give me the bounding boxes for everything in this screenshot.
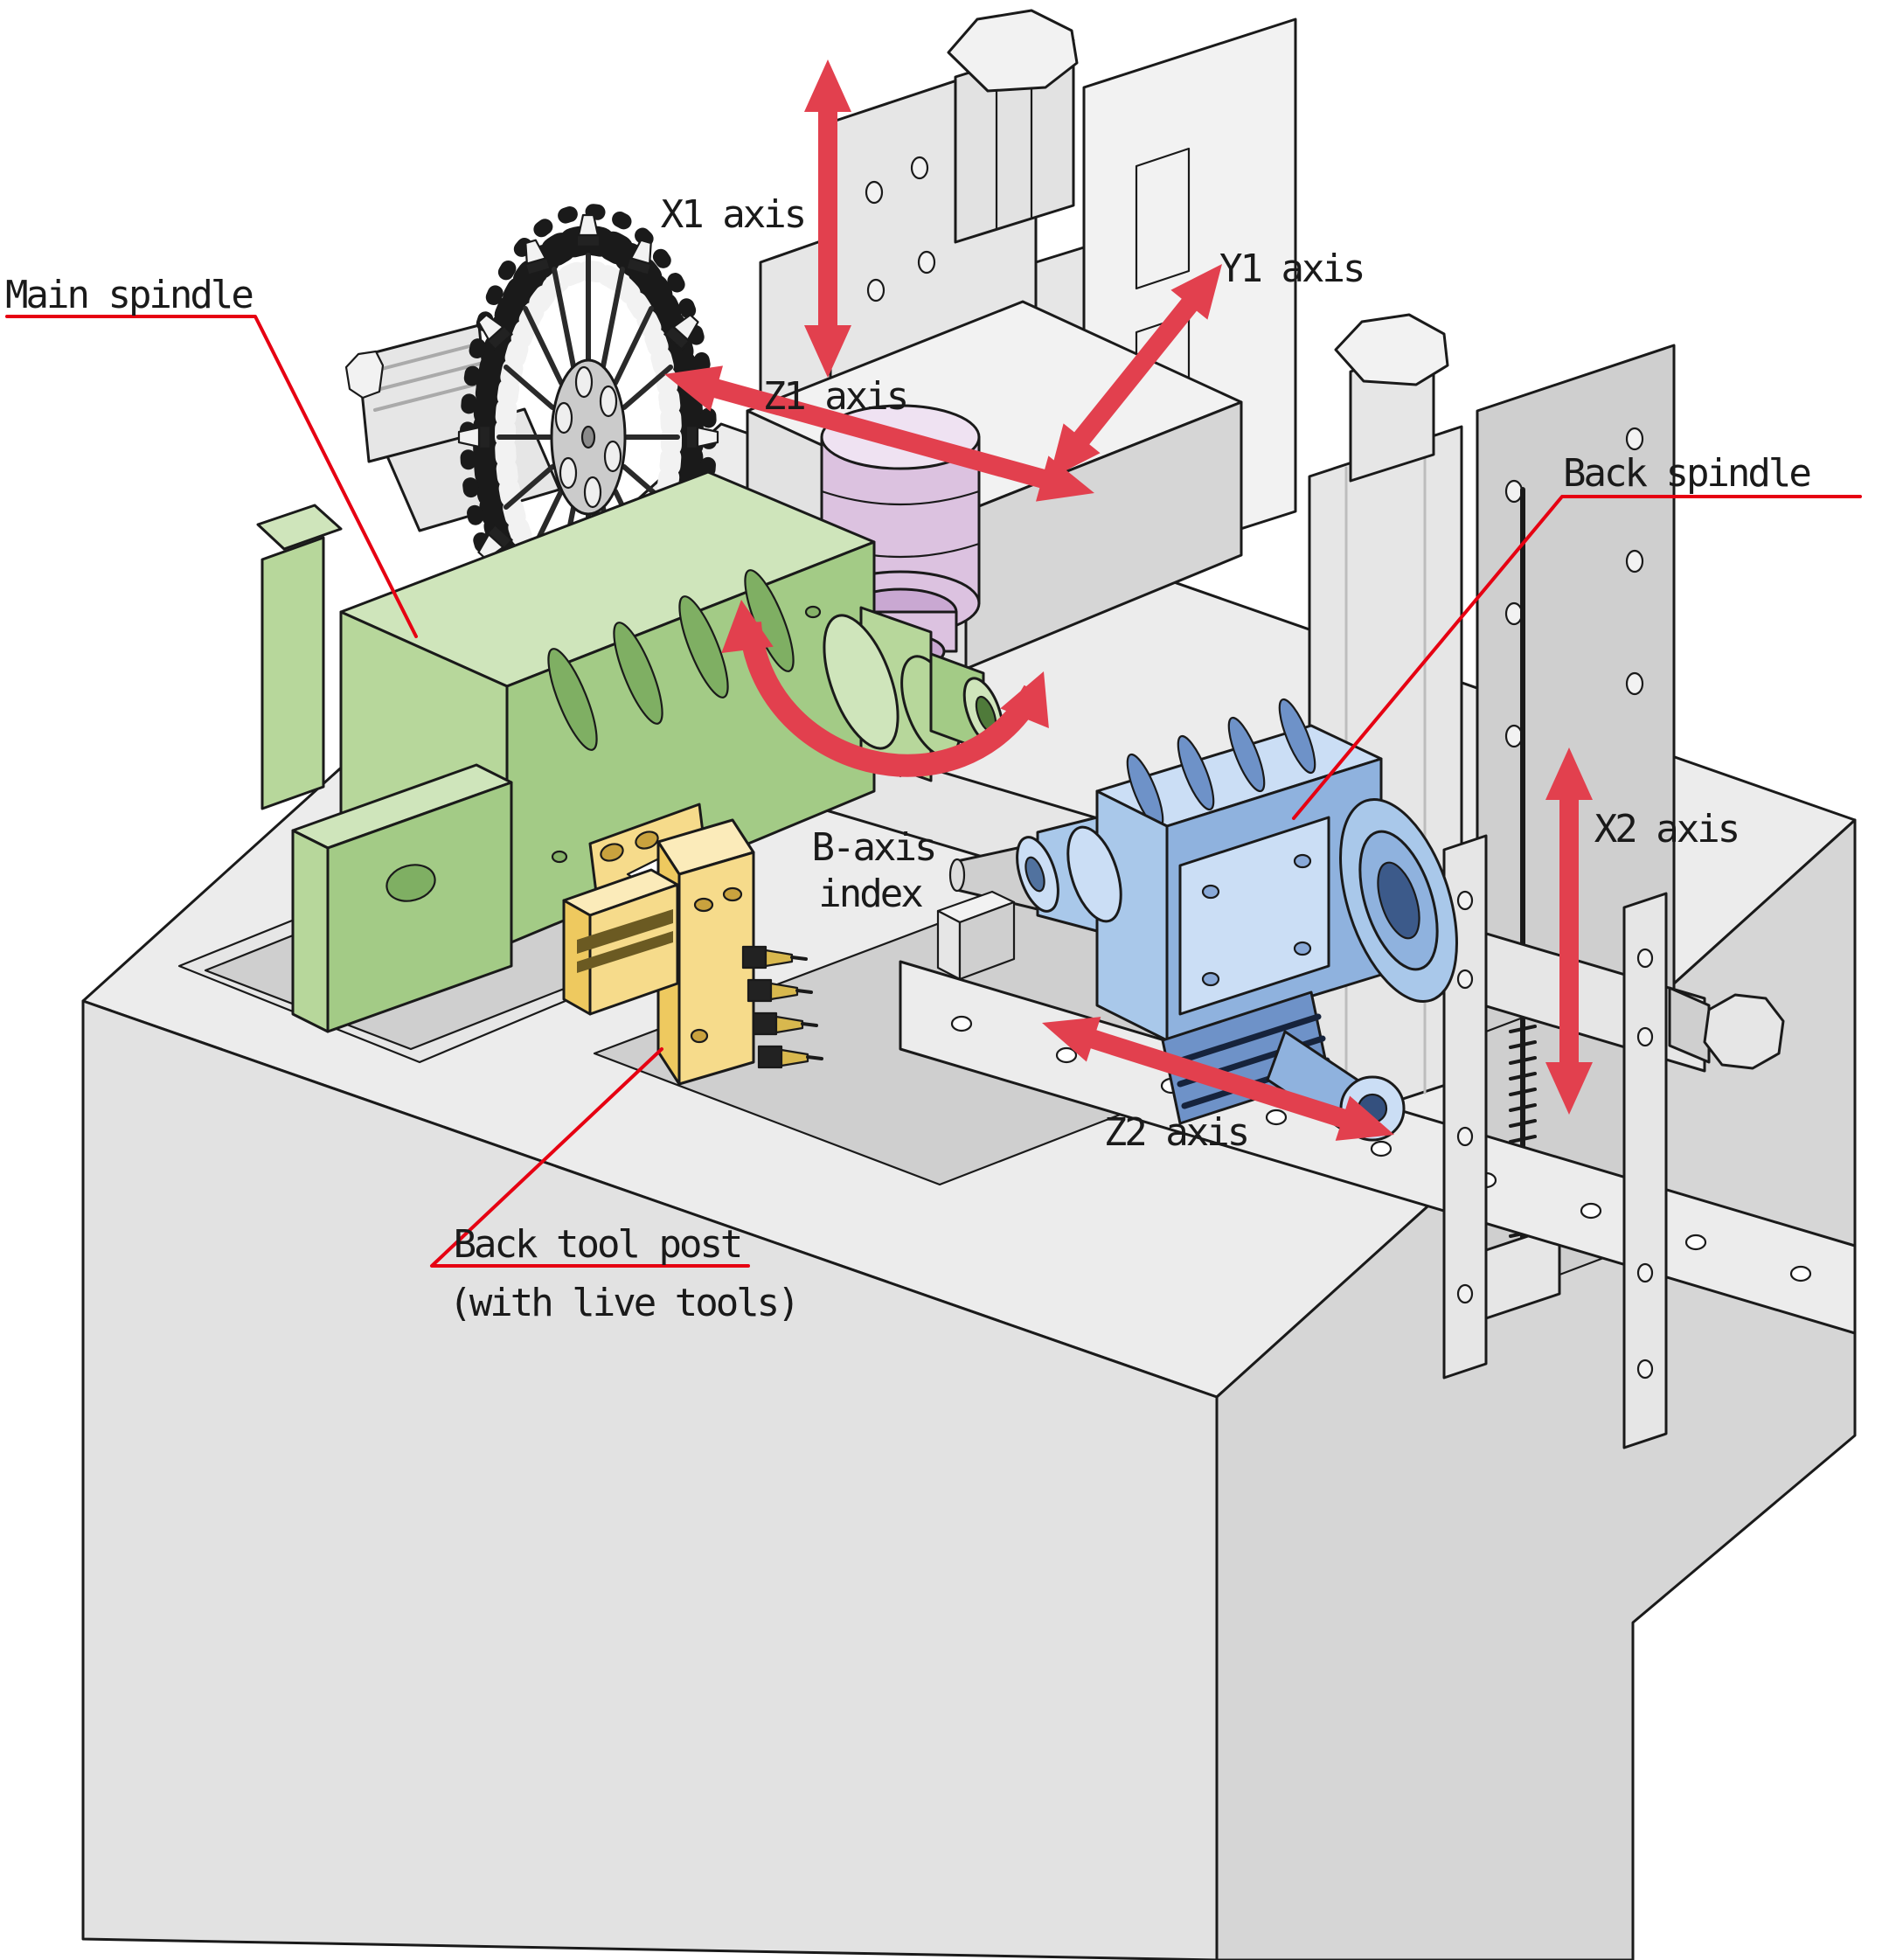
y1-axis-arrow [1049, 264, 1222, 479]
bolt-hole-icon [693, 897, 714, 913]
gantry-cutout [1135, 147, 1191, 290]
label-b-axis-line1: B-axis [812, 825, 935, 870]
bolt-hole-icon [865, 180, 884, 205]
bolt-hole-icon [1201, 884, 1220, 900]
gantry-cap-octagon [947, 9, 1079, 93]
label-z1-axis: Z1 axis [763, 374, 906, 419]
label-back-spindle: Back spindle [1563, 451, 1809, 496]
lower-block-left [291, 829, 330, 1033]
label-back-tool-post-line2: (with live tools) [448, 1281, 797, 1325]
back-spindle-fin [1227, 716, 1266, 793]
bolt-hole-icon [1636, 1026, 1654, 1047]
bolt-hole-icon [804, 605, 822, 619]
bolt-hole-icon [1504, 601, 1524, 626]
beam-end-shaft [1668, 986, 1711, 1064]
back-spindle-fin [1278, 698, 1316, 775]
back-tool-post-leader-line [430, 1047, 750, 1268]
back-spindle-plate [1178, 816, 1330, 1016]
motor-cap [344, 350, 385, 400]
bolt-hole-icon [722, 886, 743, 902]
spindle-fin [613, 622, 663, 725]
spindle-bracket-top [256, 504, 343, 551]
lower-block-right [326, 781, 513, 1033]
motor-fin [1172, 1013, 1322, 1066]
body-seam [820, 490, 981, 506]
motor-fin [373, 381, 483, 412]
disc-holes [554, 365, 622, 509]
disc-bore [580, 425, 596, 449]
back-tool-post [562, 803, 823, 1086]
bolt-hole-icon [690, 1028, 709, 1044]
right-column-cap-octagon [1334, 313, 1449, 386]
motor-slit [577, 909, 673, 954]
label-z2-axis: Z2 axis [1104, 1110, 1247, 1155]
x2-axis-arrow [1545, 747, 1593, 1115]
back-spindle-fin [1177, 734, 1215, 811]
bolt-hole-icon [1625, 671, 1644, 696]
base-right-face [1215, 818, 1857, 1960]
bolt-hole-icon [1201, 971, 1220, 987]
spindle-bracket [260, 536, 325, 810]
back-spindle-leader-line [1292, 495, 1862, 820]
label-x2-axis: X2 axis [1594, 807, 1738, 851]
label-b-axis-line2: index [818, 872, 922, 916]
label-back-tool-post-line1: Back tool post [454, 1222, 741, 1267]
label-y1-axis: Y1 axis [1219, 247, 1363, 291]
bolt-hole-icon [1293, 941, 1312, 956]
motor-fin [372, 362, 482, 393]
rail-holes [950, 1015, 1812, 1282]
bolt-hole-icon [1456, 1126, 1474, 1147]
bolt-hole-icon [1636, 948, 1654, 969]
main-spindle-leader-line [5, 315, 418, 638]
label-x1-axis: X1 axis [661, 192, 804, 237]
nose-bore [1024, 856, 1045, 893]
bolt-hole-icon [1636, 1262, 1654, 1283]
motor-fin [370, 343, 478, 373]
bar-stock-end [948, 858, 966, 893]
bolt-hole-icon [1504, 479, 1524, 504]
motor-slit [577, 931, 673, 973]
label-main-spindle: Main spindle [5, 273, 252, 317]
z2-axis-arrow [1042, 1017, 1394, 1141]
b-axis-arrow [721, 600, 1049, 777]
bolt-hole-icon [910, 156, 929, 180]
spindle-nose-flange [823, 614, 899, 750]
nose-ring [1066, 825, 1122, 923]
bolt-hole-icon [1456, 1283, 1474, 1304]
lower-block-hole [385, 864, 436, 902]
rear-bore [1377, 861, 1420, 940]
bolt-hole-icon [635, 831, 659, 850]
z1-axis-arrow [664, 365, 1094, 502]
bed-stopper-block [936, 890, 1016, 981]
bolt-hole-icon [1293, 853, 1312, 869]
bolt-hole-icon [1456, 890, 1474, 911]
bolt-hole-icon [1636, 1359, 1654, 1380]
bolt-hole-icon [1625, 427, 1644, 451]
live-tools [741, 945, 823, 1069]
spindle-fin [547, 648, 598, 751]
bolt-hole-icon [866, 278, 886, 302]
back-spindle [948, 698, 1458, 1142]
bolt-hole-icon [1456, 969, 1474, 990]
x1-axis-arrow [804, 59, 851, 378]
bolt-hole-icon [1625, 549, 1644, 573]
base-front-face [81, 999, 1219, 1960]
tool-motor-left [562, 899, 592, 1016]
rail-post-2 [1622, 892, 1668, 1449]
bolt-hole-icon [551, 850, 568, 864]
bolt-hole-icon [917, 250, 936, 275]
bolt-hole-icon [1504, 724, 1524, 748]
bolt-hole-icon [600, 843, 624, 862]
spindle-fin [678, 595, 729, 699]
beam-end-knob [1703, 993, 1785, 1070]
